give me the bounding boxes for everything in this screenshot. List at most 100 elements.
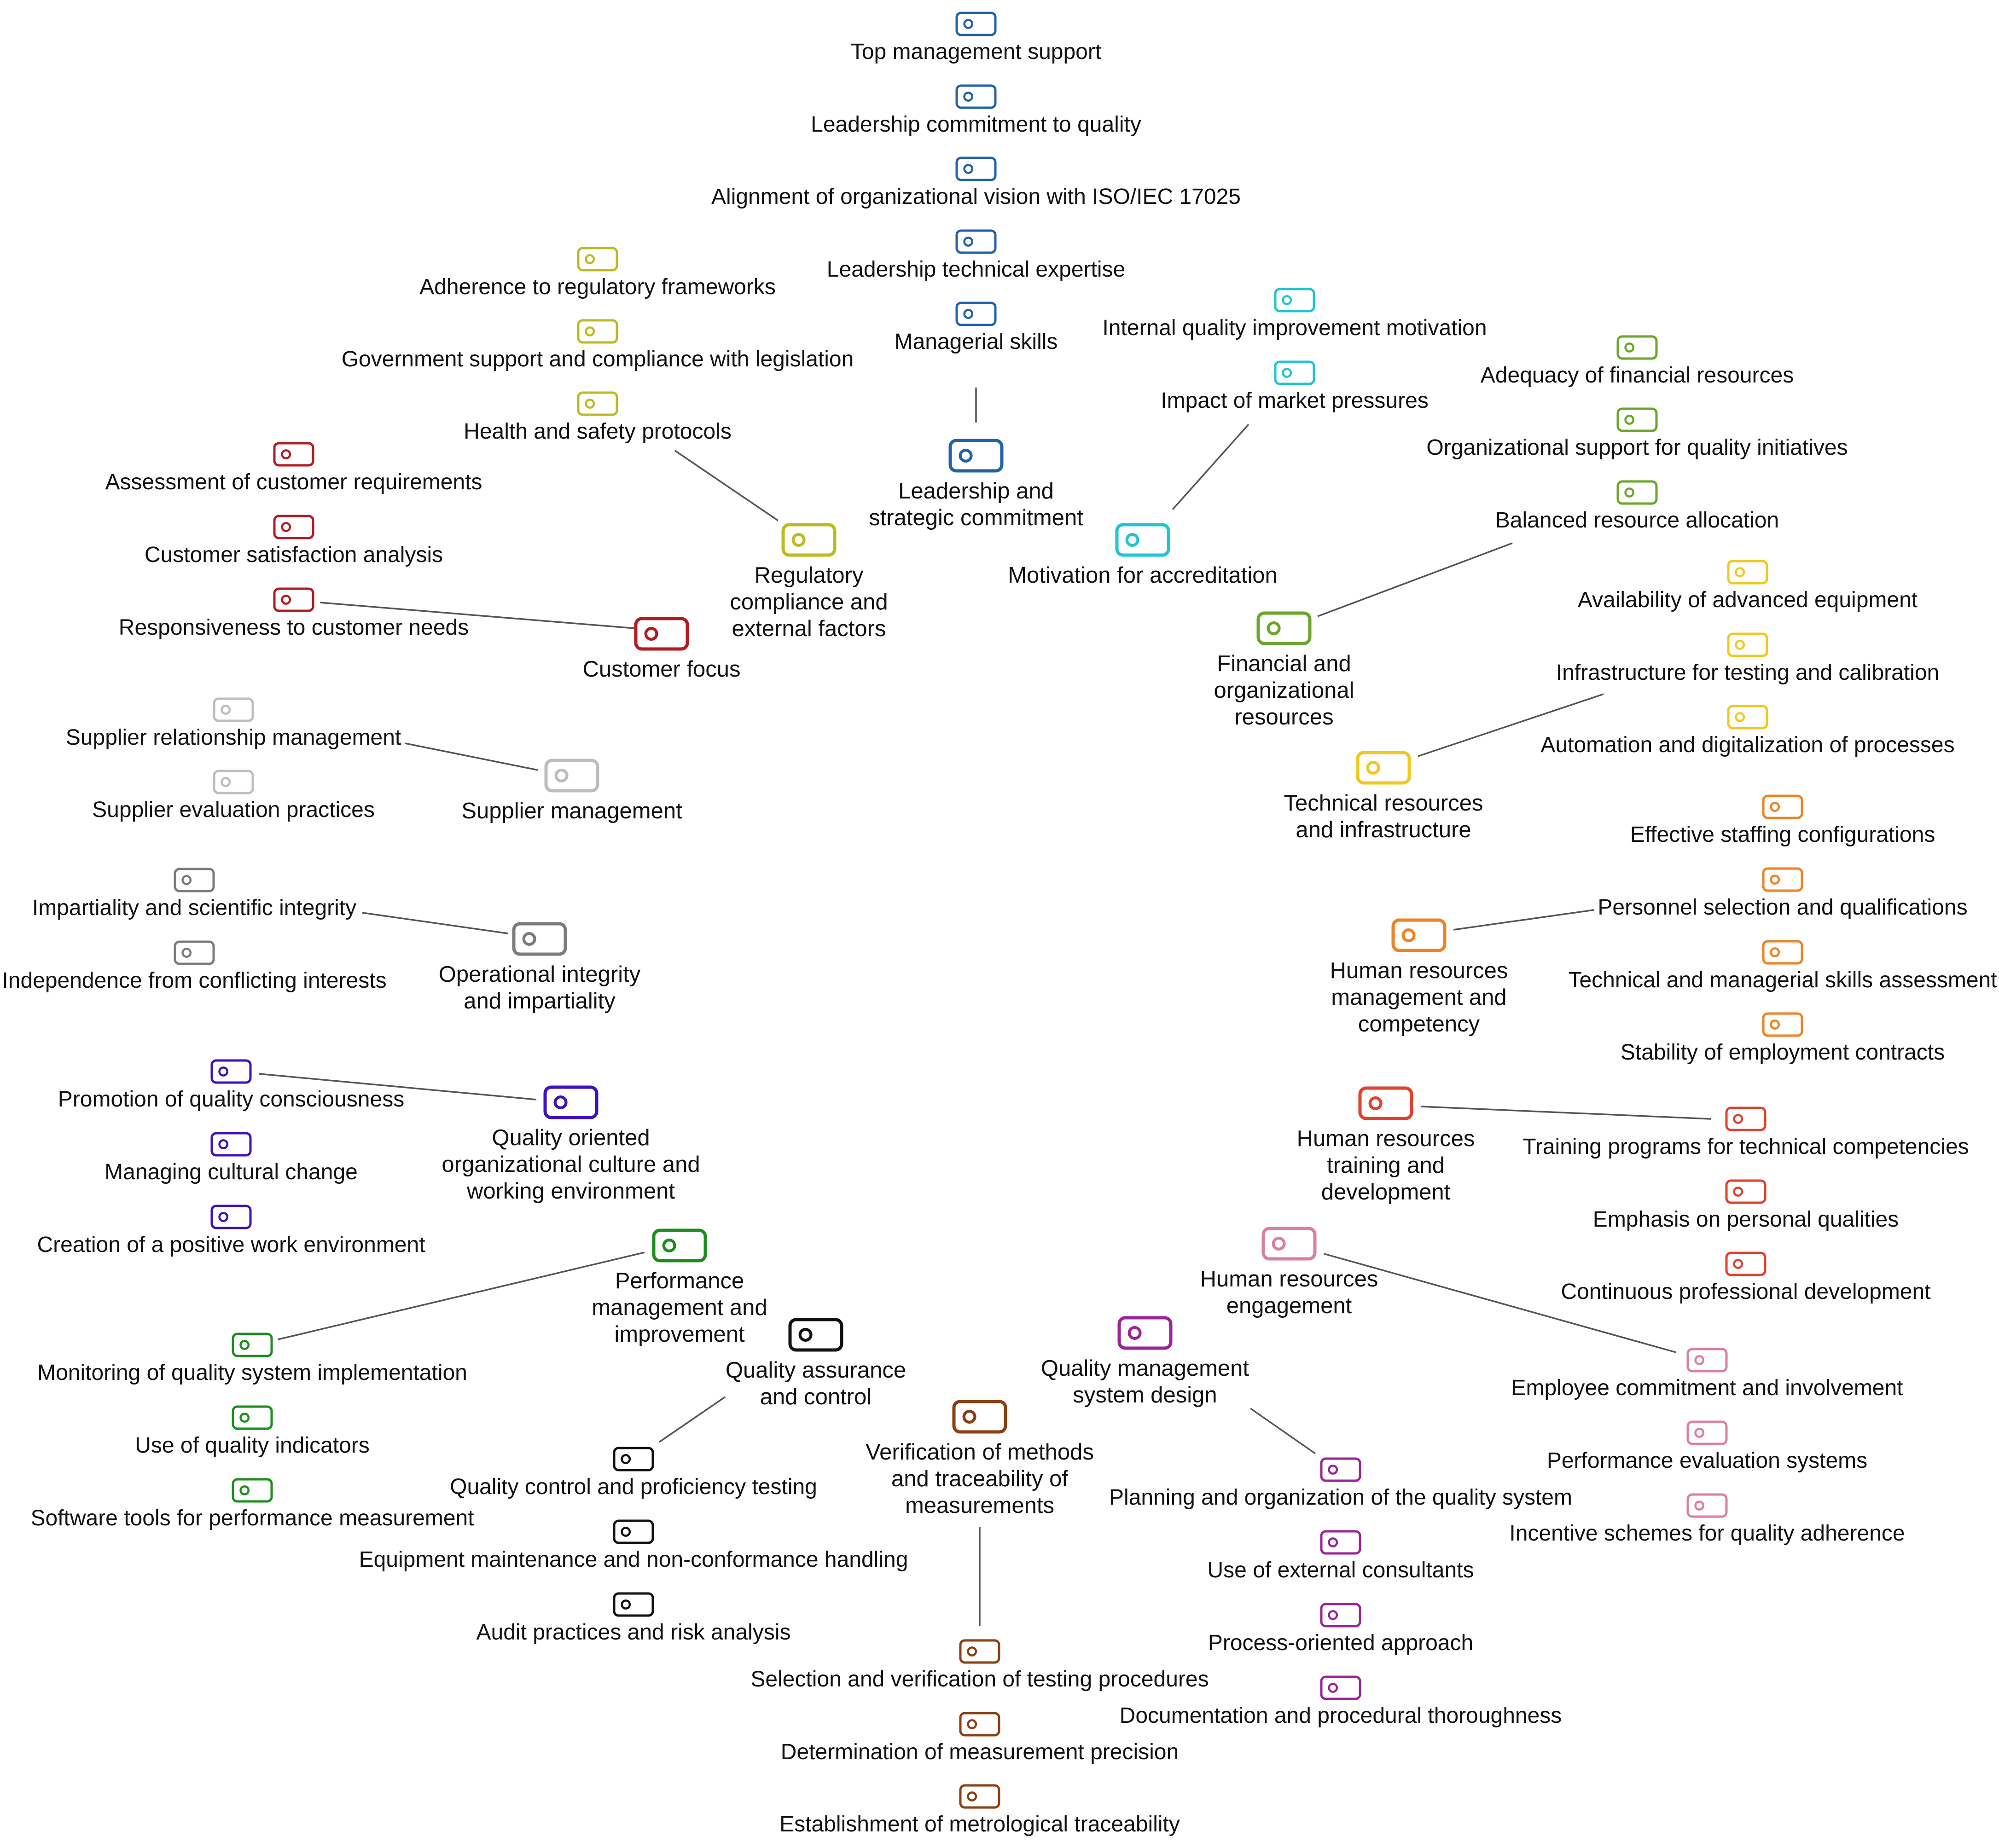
connector-hr-management (1453, 909, 1594, 931)
tag-icon (948, 439, 1004, 473)
sub-factor-label: Organizational support for quality initi… (1426, 435, 1848, 460)
main-factor-label: Performance (615, 1269, 744, 1293)
sub-factor-label: Assessment of customer requirements (105, 470, 482, 494)
sub-factor-label: Use of external consultants (1208, 1558, 1474, 1582)
tag-icon (1725, 1251, 1767, 1276)
tag-icon (613, 1447, 654, 1471)
main-factor-label: and impartiality (464, 989, 616, 1014)
tag-icon (1616, 480, 1658, 505)
main-factor-label: Quality oriented (492, 1125, 650, 1150)
sub-factor: Automation and digitalization of process… (1540, 705, 1955, 757)
sub-factor: Training programs for technical competen… (1522, 1106, 1969, 1159)
tag-icon (210, 1205, 252, 1229)
sub-factor: Alignment of organizational vision with … (711, 156, 1241, 209)
tag-icon (952, 1400, 1007, 1434)
sub-factor: Incentive schemes for quality adherence (1509, 1493, 1905, 1546)
main-factor-label: Customer focus (582, 657, 740, 682)
tag-icon (232, 1405, 273, 1430)
tag-icon (273, 587, 314, 612)
sub-factor-label: Monitoring of quality system implementat… (37, 1361, 467, 1385)
main-factor-label: and control (760, 1385, 872, 1409)
group-financial: Financial andorganizationalresourcesAdeq… (1214, 335, 1848, 730)
main-factor-label: Human resources (1330, 958, 1508, 983)
sub-factor-label: Internal quality improvement motivation (1102, 316, 1487, 340)
main-factor-label: resources (1234, 705, 1333, 730)
tag-icon (1274, 288, 1315, 313)
tag-icon (577, 319, 618, 344)
main-factor-label: measurements (905, 1493, 1054, 1518)
tag-icon (613, 1519, 654, 1544)
tag-icon (781, 523, 837, 557)
sub-factor-label: Process-oriented approach (1208, 1631, 1473, 1655)
tag-icon (174, 940, 215, 965)
main-factor-label: Human resources (1200, 1267, 1378, 1292)
main-factor-label: organizational culture and (442, 1152, 700, 1177)
sub-factor-label: Managing cultural change (105, 1160, 358, 1184)
connector-qms (1250, 1408, 1316, 1454)
main-factor-label: Human resources (1297, 1126, 1475, 1151)
main-factor-label: Regulatory (755, 563, 864, 588)
sub-factor-label: Supplier relationship management (66, 725, 401, 750)
sub-factor: Promotion of quality consciousness (58, 1059, 404, 1112)
sub-factor-label: Training programs for technical competen… (1522, 1135, 1969, 1159)
tag-icon (1115, 523, 1170, 557)
sub-factor-label: Government support and compliance with l… (342, 347, 854, 371)
sub-factor: Selection and verification of testing pr… (750, 1639, 1209, 1692)
tag-icon (959, 1784, 1000, 1809)
tag-icon (955, 156, 997, 181)
sub-factor: Assessment of customer requirements (105, 442, 482, 494)
group-customer: Customer focus Assessment of customer req… (105, 442, 741, 682)
tag-icon (213, 770, 254, 794)
tag-icon (273, 442, 314, 467)
tag-icon (1762, 794, 1803, 819)
tag-icon (210, 1132, 252, 1157)
sub-factor-label: Establishment of metrological traceabili… (779, 1812, 1180, 1836)
sub-factor-label: Leadership technical expertise (827, 257, 1125, 282)
main-factor-label: development (1321, 1180, 1451, 1205)
tag-icon (1686, 1348, 1728, 1373)
main-factor-label: Quality assurance (726, 1358, 906, 1383)
connector-qa (659, 1396, 726, 1443)
connector-hr-training (1421, 1106, 1711, 1120)
tag-icon (1762, 867, 1803, 892)
tag-icon (955, 301, 997, 326)
tag-icon (1616, 407, 1658, 432)
sub-factor: Organizational support for quality initi… (1426, 407, 1848, 460)
main-factor-label: Quality management (1041, 1356, 1249, 1381)
main-factor-label: and traceability of (891, 1466, 1068, 1491)
sub-factor: Health and safety protocols (464, 391, 732, 444)
sub-factor-label: Audit practices and risk analysis (477, 1620, 791, 1645)
tag-icon (577, 247, 618, 272)
sub-factor-label: Planning and organization of the quality… (1109, 1485, 1572, 1510)
tag-icon (1762, 1012, 1803, 1037)
main-factor-label: Technical resources (1284, 791, 1483, 816)
tag-icon (1727, 632, 1768, 657)
tag-icon (1725, 1106, 1767, 1131)
main-factor-label: compliance and (730, 590, 888, 614)
sub-factor-label: Use of quality indicators (135, 1433, 370, 1458)
sub-factor-label: Employee commitment and involvement (1511, 1376, 1903, 1400)
main-factor-label: management and (592, 1295, 767, 1320)
sub-factor: Establishment of metrological traceabili… (779, 1784, 1180, 1836)
tag-icon (634, 617, 689, 651)
main-factor-label: engagement (1226, 1293, 1352, 1318)
tag-icon (1725, 1179, 1767, 1204)
connector-performance (278, 1251, 645, 1340)
sub-factor: Continuous professional development (1561, 1251, 1931, 1304)
tag-icon (613, 1592, 654, 1617)
sub-factor: Independence from conflicting interests (2, 940, 387, 993)
main-factor-label: Operational integrity (439, 962, 641, 987)
tag-icon (959, 1712, 1000, 1737)
tag-icon (210, 1059, 252, 1084)
sub-factor-label: Personnel selection and qualifications (1598, 895, 1967, 920)
tag-icon (512, 922, 567, 956)
connector-motivation (1172, 423, 1249, 510)
main-factor-label: Verification of methods (866, 1440, 1094, 1465)
